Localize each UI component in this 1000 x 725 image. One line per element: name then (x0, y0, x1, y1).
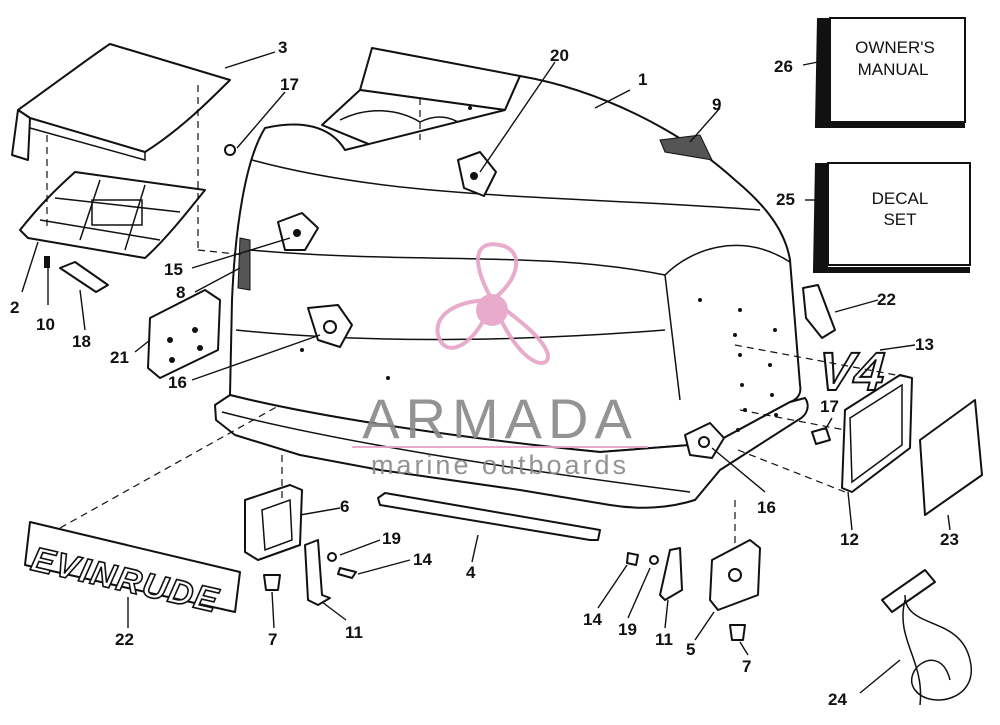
svg-text:OWNER'S: OWNER'S (855, 38, 935, 57)
callout-11-left: 11 (345, 623, 363, 642)
callout-numbers: 1 2 3 4 5 6 7 7 8 9 10 11 11 12 13 14 14… (10, 38, 959, 709)
callout-24: 24 (828, 690, 847, 709)
callout-2: 2 (10, 298, 19, 317)
callout-26: 26 (774, 57, 793, 76)
callout-19-left: 19 (382, 529, 401, 548)
callout-7-right: 7 (742, 657, 751, 676)
callout-16-left: 16 (168, 373, 187, 392)
leader-lines (21, 51, 951, 694)
callout-20: 20 (550, 46, 569, 65)
svg-text:SET: SET (883, 210, 916, 229)
callout-14-right: 14 (583, 610, 602, 629)
top-cover-assembly (11, 43, 246, 293)
svg-text:DECAL: DECAL (872, 189, 929, 208)
callout-5: 5 (686, 640, 695, 659)
watermark-tagline: marine outboards (371, 450, 629, 480)
callout-1: 1 (638, 70, 647, 89)
callout-17-top: 17 (280, 75, 299, 94)
callout-18: 18 (72, 332, 91, 351)
callout-3: 3 (278, 38, 287, 57)
watermark: ARMADA marine outboards (352, 242, 648, 480)
callout-23: 23 (940, 530, 959, 549)
callout-6: 6 (340, 497, 349, 516)
propeller-logo-icon (435, 242, 551, 365)
svg-text:MANUAL: MANUAL (858, 60, 929, 79)
decal-set-box: DECAL SET (812, 162, 971, 273)
watermark-brand: ARMADA (362, 387, 638, 450)
callout-7-left: 7 (268, 630, 277, 649)
callout-11-right: 11 (655, 630, 673, 649)
seal-strip (377, 492, 601, 541)
cable-tool (881, 569, 973, 706)
callout-14-left: 14 (413, 550, 432, 569)
latch-parts (147, 289, 761, 641)
callout-13: 13 (915, 335, 934, 354)
callout-9: 9 (712, 95, 721, 114)
callout-10: 10 (36, 315, 55, 334)
callout-8: 8 (176, 283, 185, 302)
callout-22-right: 22 (877, 290, 896, 309)
owners-manual-box: OWNER'S MANUAL (814, 17, 966, 128)
callout-17-right: 17 (820, 397, 839, 416)
callout-22-bottom: 22 (115, 630, 134, 649)
callout-19-right: 19 (618, 620, 637, 639)
callout-12: 12 (840, 530, 859, 549)
callout-4: 4 (466, 563, 476, 582)
callout-16-right: 16 (757, 498, 776, 517)
callout-25: 25 (776, 190, 795, 209)
side-decals: V4 (734, 284, 983, 516)
callout-15: 15 (164, 260, 183, 279)
callout-21: 21 (110, 348, 129, 367)
